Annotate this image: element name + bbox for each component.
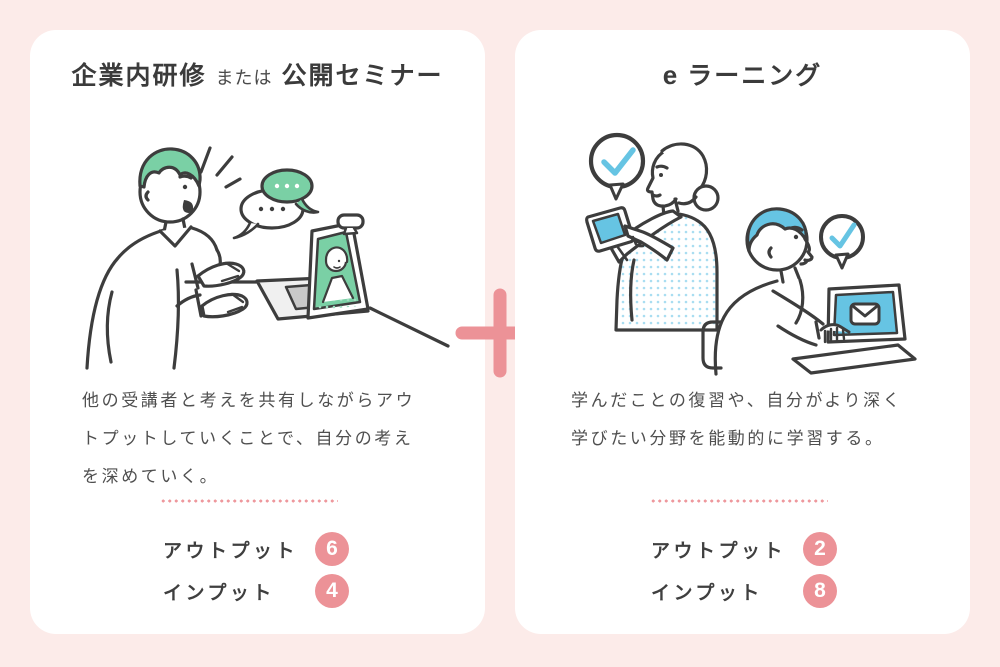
seminar-stats: アウトプット 6 インプット 4	[163, 532, 349, 616]
title-part-connector: または	[215, 68, 273, 88]
output-stat-row: アウトプット 2	[651, 532, 837, 566]
elearning-description: 学んだことの復習や、自分がより深く 学びたい分野を能動的に学習する。	[571, 382, 902, 458]
elearning-stats: アウトプット 2 インプット 8	[651, 532, 837, 616]
talking-man	[85, 146, 249, 370]
typing-hands	[819, 323, 851, 344]
output-stat-row: アウトプット 6	[163, 532, 349, 566]
elearning-card-title: e ラーニング	[515, 56, 970, 92]
speech-bubble-green	[260, 168, 320, 214]
input-label: インプット	[651, 582, 763, 604]
output-value-badge: 6	[315, 532, 349, 566]
learners-elearning-illustration	[565, 118, 925, 378]
dotted-divider	[650, 499, 828, 503]
instructor-video-call-illustration	[80, 130, 450, 375]
description-line: 学びたい分野を能動的に学習する。	[571, 429, 885, 448]
seminar-card: 企業内研修 または 公開セミナー	[30, 30, 485, 634]
title-part-bold: 公開セミナー	[281, 62, 444, 90]
chair	[701, 320, 723, 370]
video-call-laptop	[255, 213, 370, 321]
seminar-description: 他の受講者と考えを共有しながらアウ トプットしていくことで、自分の考え を深めて…	[82, 382, 415, 496]
input-value-badge: 8	[803, 574, 837, 608]
output-label: アウトプット	[163, 540, 299, 562]
seminar-illustration-svg	[85, 146, 450, 370]
seminar-card-title: 企業内研修 または 公開セミナー	[30, 56, 485, 92]
input-stat-row: インプット 4	[163, 574, 349, 608]
envelope-icon	[849, 302, 881, 326]
input-label: インプット	[163, 582, 275, 604]
dotted-divider	[160, 499, 338, 503]
webcam-icon	[336, 213, 365, 236]
output-value-badge: 2	[803, 532, 837, 566]
check-bubble-icon	[588, 132, 646, 201]
elearning-laptop	[791, 283, 917, 375]
elearning-card: e ラーニング	[515, 30, 970, 634]
description-line: 他の受講者と考えを共有しながらアウ	[82, 391, 416, 410]
check-bubble-icon	[819, 214, 865, 270]
title-part-bold: 企業内研修	[71, 62, 207, 90]
input-stat-row: インプット 8	[651, 574, 837, 608]
description-line: を深めていく。	[82, 467, 220, 486]
input-value-badge: 4	[315, 574, 349, 608]
description-line: トプットしていくことで、自分の考え	[82, 429, 414, 448]
title-part-latin: e	[662, 60, 679, 90]
exclamation-lines	[199, 146, 242, 189]
smartphone-icon	[585, 206, 635, 253]
elearning-illustration-svg	[585, 132, 917, 376]
description-line: 学んだことの復習や、自分がより深く	[571, 391, 903, 410]
title-part-bold: ラーニング	[687, 62, 823, 90]
man-at-laptop	[713, 207, 825, 376]
output-label: アウトプット	[651, 540, 787, 562]
woman-with-phone	[585, 142, 720, 332]
remote-woman-on-screen	[317, 246, 360, 310]
